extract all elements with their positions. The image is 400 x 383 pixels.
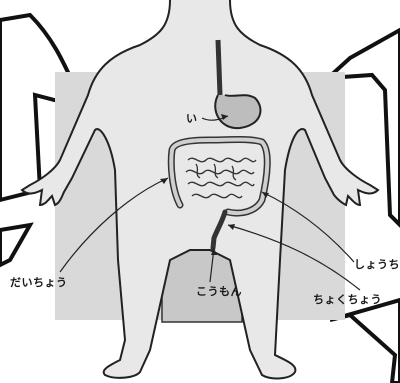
label-anus: こうもん bbox=[196, 283, 242, 299]
label-stomach: い bbox=[186, 110, 198, 126]
stomach bbox=[215, 95, 260, 128]
label-rectum: ちょくちょう bbox=[313, 291, 382, 307]
label-large-intestine: だいちょう bbox=[10, 274, 68, 290]
left-speech-bubble-lower bbox=[0, 225, 30, 265]
esophagus bbox=[218, 40, 220, 95]
label-small-intestine: しょうち bbox=[354, 256, 400, 272]
